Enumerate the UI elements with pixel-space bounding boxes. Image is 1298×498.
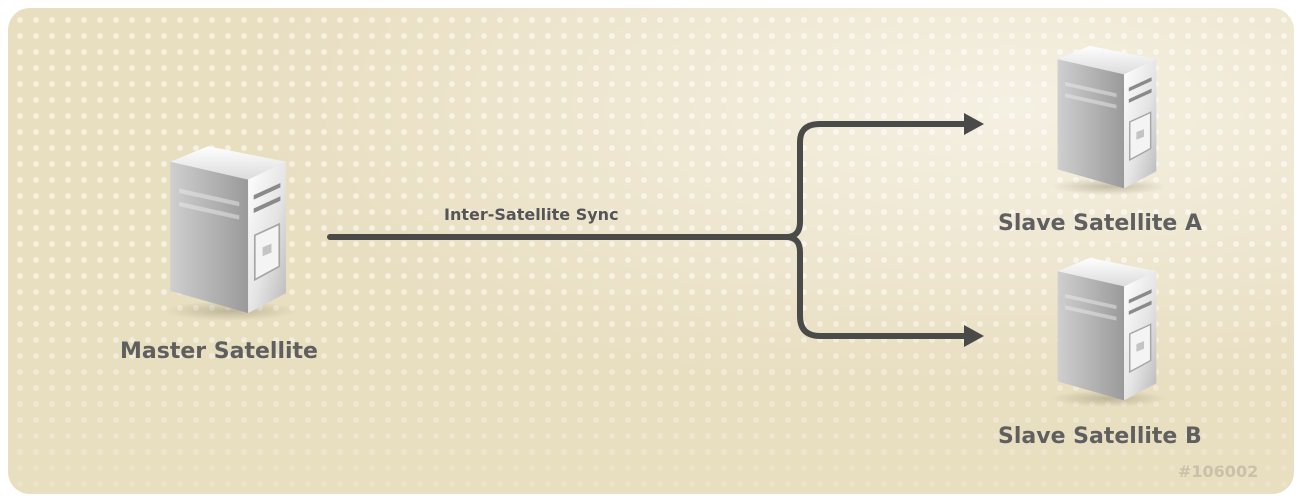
branch-to-slave-a <box>783 121 969 240</box>
branch-to-slave-b <box>783 234 969 339</box>
arrowhead-slave-a <box>964 113 984 135</box>
master-satellite-label: Master Satellite <box>120 339 318 364</box>
slave-satellite-a-label: Slave Satellite A <box>998 211 1203 236</box>
slave-b-server-icon <box>1051 257 1167 408</box>
master-server-icon <box>162 145 298 322</box>
slave-a-server-icon <box>1051 45 1167 196</box>
figure-id: #106002 <box>1178 462 1259 481</box>
inter-satellite-sync-label: Inter-Satellite Sync <box>444 205 619 224</box>
slave-satellite-b-label: Slave Satellite B <box>998 424 1202 449</box>
arrowhead-slave-b <box>964 325 984 347</box>
